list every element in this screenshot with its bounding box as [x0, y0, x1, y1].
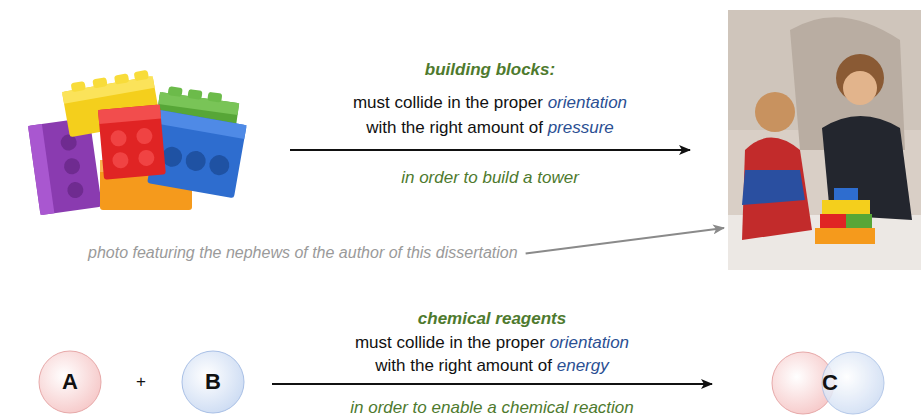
caption-text: must collide in the proper — [353, 93, 543, 112]
caption-text: photo featuring the nephews of the autho… — [88, 244, 518, 261]
text-line: with the right amount of energy — [375, 356, 608, 376]
caption-text: chemical reagents — [418, 309, 566, 328]
molecule-circle: A — [38, 350, 102, 414]
emphasis-word: orientation — [548, 93, 627, 112]
text-line: building blocks: — [425, 60, 555, 80]
molecule-circle: C — [770, 350, 886, 416]
text-line: must collide in the proper orientation — [355, 333, 629, 353]
molecule-label: A — [62, 370, 78, 394]
circle-shape — [822, 352, 884, 414]
caption-text: in order to build a tower — [401, 168, 579, 187]
molecule-circle: B — [181, 350, 245, 414]
text-line: + — [136, 372, 146, 392]
text-line: must collide in the proper orientation — [353, 93, 627, 113]
caption-text: building blocks: — [425, 60, 555, 79]
text-line: with the right amount of pressure — [366, 118, 614, 138]
photo — [728, 10, 921, 270]
leader-arrow — [526, 228, 724, 254]
caption-text: with the right amount of — [366, 118, 543, 137]
emphasis-word: orientation — [550, 333, 629, 352]
text-line: in order to build a tower — [401, 168, 579, 188]
caption-text: with the right amount of — [375, 356, 552, 375]
text-line: chemical reagents — [418, 309, 566, 329]
molecule-label: B — [205, 370, 221, 394]
text-line: in order to enable a chemical reaction — [350, 398, 634, 418]
lego-bricks — [28, 69, 247, 215]
reaction-arrow — [272, 383, 712, 385]
molecule-label: C — [822, 371, 838, 395]
caption-text: in order to enable a chemical reaction — [350, 398, 634, 417]
caption-text: must collide in the proper — [355, 333, 545, 352]
reaction-arrow — [290, 149, 690, 151]
circle-shape — [39, 351, 101, 413]
emphasis-word: energy — [557, 356, 609, 375]
circle-shape — [182, 351, 244, 413]
emphasis-word: pressure — [548, 118, 614, 137]
caption-text: + — [136, 372, 146, 391]
text-line: photo featuring the nephews of the autho… — [88, 243, 518, 263]
